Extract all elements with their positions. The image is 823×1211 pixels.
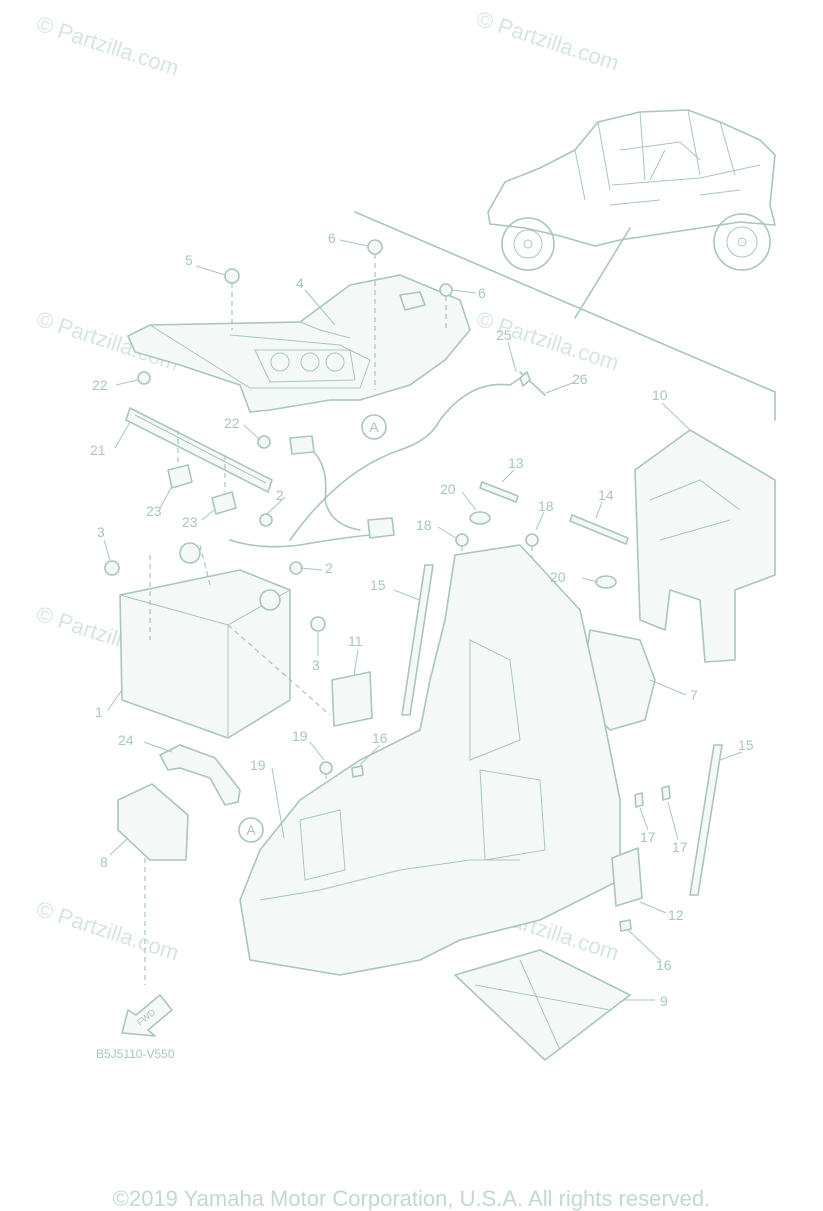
part-4-panel [127, 274, 471, 413]
callout-19: 19 [250, 757, 266, 773]
callout-8: 8 [100, 854, 108, 870]
part-9-tray [239, 544, 631, 1061]
callout-23: 23 [146, 503, 162, 519]
callout-23: 23 [182, 514, 198, 530]
callout-16: 16 [372, 730, 388, 746]
callout-21: 21 [90, 442, 106, 458]
watermark: © Partzilla.com [33, 11, 182, 81]
copyright-notice: ©2019 Yamaha Motor Corporation, U.S.A. A… [112, 1186, 711, 1211]
callout-11: 11 [348, 633, 363, 649]
ref-marker-label: A [369, 419, 379, 435]
part-21-bracket [125, 407, 273, 515]
callout-4: 4 [296, 275, 304, 291]
wire-harness [229, 371, 546, 548]
part-14-strip [569, 514, 629, 545]
part-17-clip [661, 785, 671, 801]
callout-24: 24 [118, 732, 134, 748]
callouts: 1 2 2 3 3 4 5 6 6 7 8 9 10 11 12 13 14 1… [90, 230, 754, 1009]
part-11 [331, 671, 373, 727]
ref-marker-bottom: A [238, 817, 264, 843]
callout-26: 26 [572, 371, 588, 387]
callout-2: 2 [276, 487, 284, 503]
watermark: © Partzilla.com [33, 896, 182, 966]
diagram-code: B5J5110-V550 [96, 1047, 175, 1061]
callout-7: 7 [690, 687, 698, 703]
callout-14: 14 [598, 487, 614, 503]
callout-17: 17 [672, 839, 688, 855]
callout-20: 20 [550, 569, 566, 585]
part-16-clip [619, 919, 632, 932]
callout-17: 17 [640, 829, 656, 845]
part-13-strip [479, 481, 519, 503]
callout-15: 15 [370, 577, 386, 593]
callout-22: 22 [224, 415, 240, 431]
callout-6: 6 [478, 285, 486, 301]
callout-5: 5 [185, 252, 193, 268]
leader-lines [103, 239, 743, 1001]
callout-13: 13 [508, 455, 524, 471]
part-12 [611, 847, 643, 907]
callout-19: 19 [292, 728, 308, 744]
fwd-arrow: FWD [121, 994, 173, 1037]
part-17-clip [634, 792, 644, 808]
part-1-battery [104, 513, 331, 739]
vehicle-illustration [354, 109, 776, 421]
callout-10: 10 [652, 387, 668, 403]
callout-25: 25 [496, 327, 512, 343]
callout-22: 22 [92, 377, 108, 393]
callout-1: 1 [95, 704, 103, 720]
part-8-pad [117, 783, 189, 861]
callout-15: 15 [738, 737, 754, 753]
ref-marker-top: A [361, 414, 387, 440]
callout-12: 12 [668, 907, 684, 923]
callout-2: 2 [325, 560, 333, 576]
callout-20: 20 [440, 481, 456, 497]
callout-9: 9 [660, 993, 668, 1009]
callout-3: 3 [97, 524, 105, 540]
watermark: © Partzilla.com [473, 6, 622, 76]
part-15-strip-left [401, 564, 434, 716]
part-24-strap [159, 744, 241, 806]
callout-6: 6 [328, 230, 336, 246]
part-16-clip [351, 765, 364, 778]
callout-16: 16 [656, 957, 672, 973]
ref-marker-label: A [246, 822, 256, 838]
callout-18: 18 [416, 517, 432, 533]
part-15-strip-right [689, 744, 723, 896]
callout-18: 18 [538, 498, 554, 514]
callout-3: 3 [312, 657, 320, 673]
